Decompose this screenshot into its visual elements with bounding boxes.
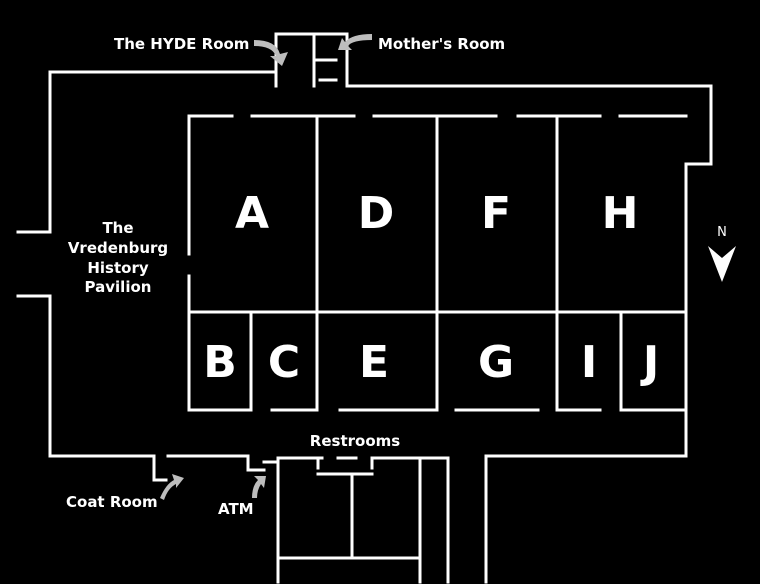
pavilion-label-line1: The xyxy=(102,219,133,237)
restrooms-walls xyxy=(276,456,450,584)
room-h: H xyxy=(602,188,639,239)
restrooms-label: Restrooms xyxy=(310,432,400,450)
coat-room-pointer-arrow-icon xyxy=(160,474,184,500)
compass-north-label: N xyxy=(717,225,727,240)
atm-pointer-arrow-icon xyxy=(252,476,266,498)
room-c: C xyxy=(268,337,300,388)
mothers-room-label: Mother's Room xyxy=(378,35,505,53)
outer-walls xyxy=(16,32,713,584)
room-b: B xyxy=(203,337,237,388)
room-f: F xyxy=(481,188,511,239)
exhibit-hall-walls xyxy=(187,114,688,412)
hyde-room-pointer-arrow-icon xyxy=(254,40,288,66)
compass: N xyxy=(708,225,736,282)
atm-label: ATM xyxy=(218,500,254,518)
hyde-room-label: The HYDE Room xyxy=(114,35,249,53)
room-a: A xyxy=(235,188,269,239)
room-d: D xyxy=(358,188,395,239)
room-i: I xyxy=(581,337,597,388)
room-e: E xyxy=(359,337,389,388)
room-g: G xyxy=(478,337,514,388)
pavilion-label-line3: History xyxy=(87,259,148,277)
north-arrow-icon xyxy=(708,246,736,282)
pavilion-label-line2: Vredenburg xyxy=(68,239,168,257)
room-j: J xyxy=(640,337,659,388)
mothers-room-pointer-arrow-icon xyxy=(338,34,372,50)
pavilion-label-line4: Pavilion xyxy=(85,278,152,296)
coat-room-label: Coat Room xyxy=(66,493,158,511)
